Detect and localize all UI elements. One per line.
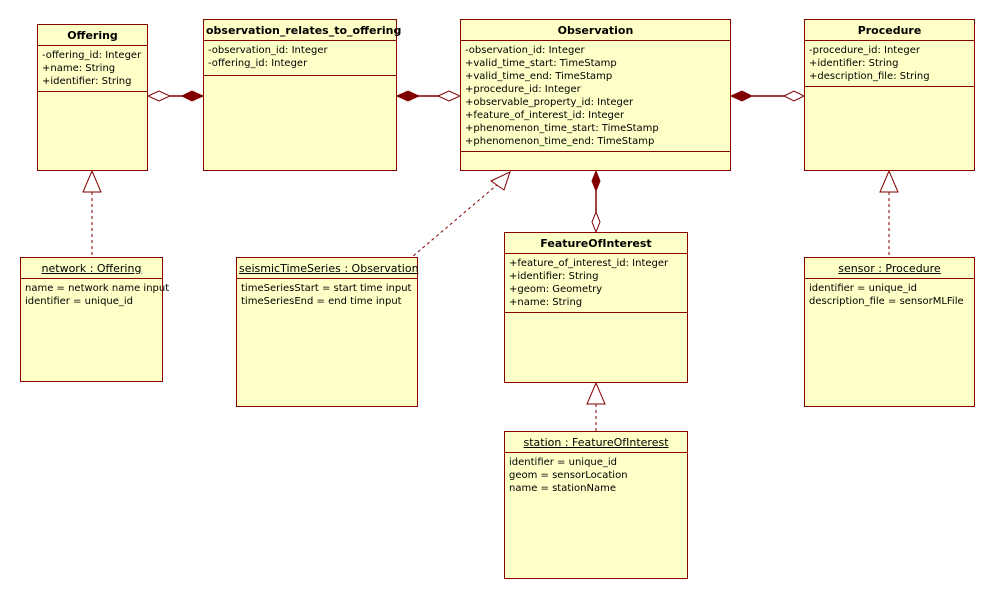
object-station[interactable]: station : FeatureOfInterest identifier =…	[504, 431, 688, 579]
object-name: network : Offering	[21, 258, 162, 279]
sensor-procedure-realization	[879, 169, 899, 257]
slot: timeSeriesStart = start time input	[241, 283, 412, 294]
aggregation-diamond	[146, 90, 172, 102]
attribute: -offering_id: Integer	[42, 50, 142, 61]
object-slots: identifier = unique_id geom = sensorLoca…	[505, 453, 687, 498]
aggregation-diamond	[436, 90, 462, 102]
class-name: FeatureOfInterest	[505, 233, 687, 254]
class-operations	[38, 92, 147, 104]
hollow-triangle	[586, 381, 606, 405]
class-attributes: -offering_id: Integer +name: String +ide…	[38, 46, 147, 92]
attribute: +feature_of_interest_id: Integer	[509, 258, 669, 269]
class-name: Procedure	[805, 20, 974, 41]
class-observation-relates-to-offering[interactable]: observation_relates_to_offering -observa…	[203, 19, 401, 171]
offering-obsrel-association	[146, 90, 205, 102]
class-observation[interactable]: Observation -observation_id: Integer +va…	[460, 19, 731, 171]
slot: identifier = unique_id	[809, 283, 918, 294]
attribute: +geom: Geometry	[509, 284, 603, 295]
slot: name = network name input	[25, 283, 170, 294]
slot: identifier = unique_id	[509, 457, 618, 468]
observation-foi-association	[591, 169, 601, 234]
attribute: +feature_of_interest_id: Integer	[465, 110, 625, 121]
aggregation-diamond	[782, 90, 806, 102]
hollow-triangle	[490, 171, 511, 191]
seismic-observation-realization	[411, 171, 511, 258]
class-attributes: -observation_id: Integer -offering_id: I…	[204, 41, 396, 76]
object-network[interactable]: network : Offering name = network name i…	[20, 257, 170, 382]
slot: geom = sensorLocation	[509, 470, 628, 481]
composition-diamond	[729, 90, 754, 102]
class-name: Observation	[461, 20, 730, 41]
hollow-triangle	[82, 169, 102, 193]
object-slots: identifier = unique_id description_file …	[805, 279, 974, 311]
class-offering[interactable]: Offering -offering_id: Integer +name: St…	[37, 24, 148, 171]
attribute: +phenomenon_time_end: TimeStamp	[465, 136, 655, 147]
attribute: -observation_id: Integer	[208, 45, 328, 56]
class-operations	[805, 87, 974, 99]
class-name: Offering	[38, 25, 147, 46]
composition-diamond	[395, 90, 421, 102]
class-name: observation_relates_to_offering	[204, 20, 401, 41]
attribute: -procedure_id: Integer	[809, 45, 920, 56]
attribute: +phenomenon_time_start: TimeStamp	[465, 123, 659, 134]
aggregation-diamond	[591, 210, 601, 234]
slot: timeSeriesEnd = end time input	[241, 296, 402, 307]
class-feature-of-interest[interactable]: FeatureOfInterest +feature_of_interest_i…	[504, 232, 688, 383]
attribute: +name: String	[509, 297, 583, 308]
attribute: +identifier: String	[42, 76, 132, 87]
object-name: sensor : Procedure	[805, 258, 974, 279]
class-attributes: -procedure_id: Integer +identifier: Stri…	[805, 41, 974, 87]
attribute: -observation_id: Integer	[465, 45, 585, 56]
attribute: +identifier: String	[809, 58, 899, 69]
hollow-triangle	[879, 169, 899, 193]
observation-procedure-association	[729, 90, 806, 102]
object-name: seismicTimeSeries : Observation	[237, 258, 419, 279]
class-operations	[461, 152, 730, 164]
station-foi-realization	[586, 381, 606, 431]
object-sensor[interactable]: sensor : Procedure identifier = unique_i…	[804, 257, 975, 407]
class-attributes: +feature_of_interest_id: Integer +identi…	[505, 254, 687, 313]
attribute: +procedure_id: Integer	[465, 84, 581, 95]
object-name: station : FeatureOfInterest	[505, 432, 687, 453]
slot: name = stationName	[509, 483, 617, 494]
slot: description_file = sensorMLFile	[809, 296, 964, 307]
class-operations	[204, 76, 396, 88]
object-seismic-time-series[interactable]: seismicTimeSeries : Observation timeSeri…	[236, 257, 419, 407]
attribute: +observable_property_id: Integer	[465, 97, 634, 108]
object-slots: timeSeriesStart = start time input timeS…	[237, 279, 417, 311]
attribute: +identifier: String	[509, 271, 599, 282]
attribute: +valid_time_start: TimeStamp	[465, 58, 617, 69]
attribute: -offering_id: Integer	[208, 58, 308, 69]
class-attributes: -observation_id: Integer +valid_time_sta…	[461, 41, 730, 152]
class-procedure[interactable]: Procedure -procedure_id: Integer +identi…	[804, 19, 975, 171]
composition-diamond	[180, 90, 205, 102]
class-operations	[505, 313, 687, 325]
slot: identifier = unique_id	[25, 296, 134, 307]
attribute: +name: String	[42, 63, 116, 74]
composition-diamond	[591, 169, 601, 193]
attribute: +description_file: String	[809, 71, 930, 82]
network-offering-realization	[82, 169, 102, 257]
object-slots: name = network name input identifier = u…	[21, 279, 170, 311]
obsrel-observation-association	[395, 90, 462, 102]
attribute: +valid_time_end: TimeStamp	[465, 71, 613, 82]
